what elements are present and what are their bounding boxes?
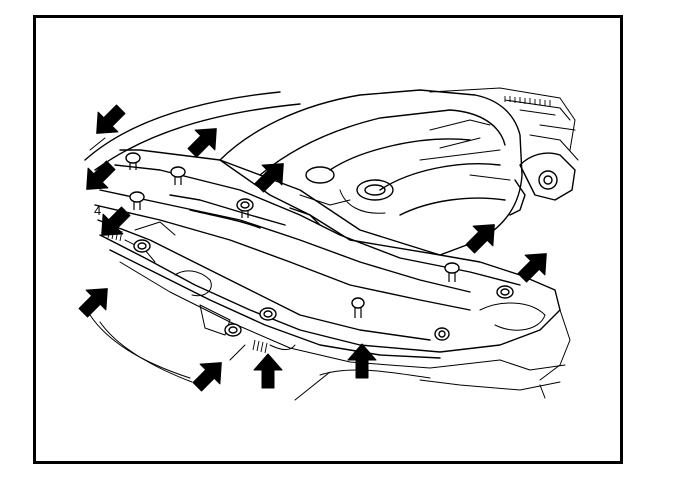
clip-3 — [129, 191, 145, 210]
hood-outline — [84, 91, 301, 171]
clip-6 — [444, 262, 460, 282]
arrow-1 — [96, 104, 126, 134]
engine-cover — [219, 87, 576, 256]
clip-11 — [434, 327, 450, 341]
arrow-11 — [347, 343, 377, 379]
callout-label: 4 — [94, 203, 102, 218]
clip-4 — [236, 198, 254, 218]
clip-5 — [133, 239, 151, 253]
right-engine-parts — [509, 124, 579, 216]
clip-7 — [496, 285, 514, 299]
arrow-6 — [465, 224, 495, 254]
cowl-panel — [94, 149, 571, 381]
clip-2 — [170, 166, 186, 185]
arrow-5 — [101, 206, 131, 236]
arrow-3 — [86, 160, 116, 190]
arrow-2 — [187, 128, 217, 158]
arrow-8 — [78, 288, 108, 318]
arrow-7 — [517, 253, 547, 283]
arrow-10 — [253, 353, 283, 389]
arrow-4 — [254, 163, 284, 193]
clip-10 — [224, 323, 242, 337]
clip-9 — [259, 307, 277, 321]
arrow-9 — [192, 362, 222, 392]
bumper-outline — [89, 314, 561, 401]
clip-1 — [125, 152, 141, 170]
clip-8 — [351, 297, 365, 318]
